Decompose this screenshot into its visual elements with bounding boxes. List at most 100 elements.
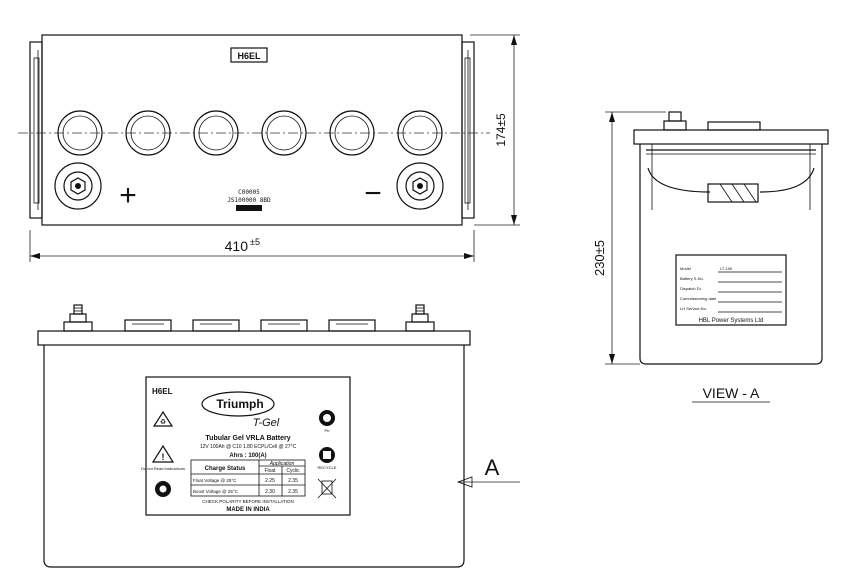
end-view-handle-hatch-3 [743,183,757,203]
spec-row-1-label: Float Voltage @ 25°C [193,478,237,483]
top-view-right-rib [461,41,475,219]
vent-cap-3 [193,110,239,156]
side-terminal-left-base [63,321,93,332]
side-vent-1 [124,319,172,332]
barcode-strip [236,205,262,211]
side-view-container [43,345,465,568]
product-label-border [145,376,351,516]
side-terminal-right [405,304,435,332]
grounding-icon [319,410,335,426]
vent-cap-6 [397,110,443,156]
dim-height-arrow-bottom [609,354,615,364]
plus-sign: + [119,179,137,212]
dim-height-arrow-top [609,112,615,122]
side-terminal-left [63,304,93,332]
recycle-icon: ♻ [152,410,174,427]
no-bin-icon-body [321,480,333,495]
product-label-title: Tubular Gel VRLA Battery [205,435,290,442]
dim-width-tol: ±5 [250,237,260,247]
terminal-negative-nut [412,177,428,195]
dim-depth-arrow-top [511,35,517,45]
minus-sign: − [364,177,382,210]
dim-height-value: 230±5 [592,240,607,276]
end-view-container [639,144,823,365]
spec-table-header-left: Charge Status [205,466,246,472]
side-view: H6EL Triumph T-Gel ♻ Pb Tubular Gel VRLA… [37,304,520,568]
end-view-lid [633,129,829,145]
terminal-negative-bolt [417,183,423,189]
ce-icon [155,481,171,497]
vent-caps [57,110,443,156]
nameplate-field-3: Dispatch Dt. [680,286,702,291]
nameplate-border [675,254,787,326]
spec-row-1-v1: 2.25 [265,478,275,484]
top-view: H6EL + − [18,34,520,262]
vent-cap-1-inner [62,115,98,151]
terminal-positive-bolt [75,183,81,189]
vent-cap-2 [125,110,171,156]
end-view-handle-hatch-2 [731,183,745,203]
vent-cap-4-inner [266,115,302,151]
side-terminal-left-bolt [73,304,83,315]
acid-icon-core [323,451,331,459]
product-label-subline: Ahrs : 100(A) [229,453,266,459]
recycle-icon-triangle [152,410,174,427]
vent-cap-5-inner [334,115,370,151]
end-view-handle-left [647,167,711,193]
view-arrow-label: A [485,455,500,480]
spec-table-header-right: Application [269,461,295,467]
warning-text: Do not Read Instructions [141,466,185,471]
top-view-badge: H6EL [237,51,261,61]
end-view-terminal-base [663,120,687,131]
nameplate-field-4: Commissioning date [680,296,717,301]
nameplate-footer: HBL Power Systems Ltd [699,318,764,324]
spec-row-2-v1: 2.30 [265,489,275,495]
spec-table: Charge Status Application Float Cyclic F… [190,459,306,497]
no-bin-icon-cross-2 [317,478,337,499]
terminal-positive [54,162,102,210]
warning-icon: ! [151,444,175,463]
vent-cap-4 [261,110,307,156]
warning-icon-triangle [151,444,175,463]
spec-table-col-1: Float [264,468,276,474]
icon-caption-1: Pb [325,428,331,433]
side-vent-4 [328,319,376,332]
recycle-icon-symbol: ♻ [160,419,166,426]
dim-depth-arrow-bottom [511,215,517,225]
nameplate-field-2: Battery S.No. [680,276,704,281]
vent-cap-1 [57,110,103,156]
top-view-left-grip [33,57,40,204]
terminal-negative-outer [396,162,444,210]
product-label-footer-1: CHECK POLARITY BEFORE INSTALLATION [202,499,294,504]
grounding-icon-core [323,414,331,422]
side-vent-3 [260,319,308,332]
side-view-lid [37,330,471,346]
spec-row-2-v2: 2.35 [288,489,298,495]
dim-depth-value: 174±5 [494,113,508,147]
end-view-vent [707,121,761,131]
product-label-logo: H6EL [152,387,173,396]
product-label: H6EL Triumph T-Gel ♻ Pb Tubular Gel VRLA… [141,376,351,516]
view-arrow-head [456,476,473,488]
top-view-badge-box [230,47,268,63]
nameplate-field-5: LH Service No. [680,306,707,311]
side-vent-2 [192,319,240,332]
acid-icon [319,447,335,463]
end-view-terminal-nut [668,111,682,122]
spec-table-border [190,459,306,497]
nameplate-model-value: LT-100 [720,266,733,271]
spec-row-2-label: Boost Voltage @ 25°C [193,489,239,494]
code-line-2: JS100000 8BD [227,197,271,204]
vent-cap-6-inner [402,115,438,151]
ce-icon-core [159,485,167,493]
vent-cap-3-inner [198,115,234,151]
dim-width-arrow-left [30,253,40,259]
end-view-handle-hatch-1 [719,183,733,203]
brand-swoosh [201,391,275,417]
end-view-handle-grip [707,183,759,203]
no-bin-icon [317,478,337,499]
spec-table-col-2: Cyclic [286,468,300,474]
product-label-brand: Triumph [216,397,263,411]
end-view-handle-right [759,167,815,193]
